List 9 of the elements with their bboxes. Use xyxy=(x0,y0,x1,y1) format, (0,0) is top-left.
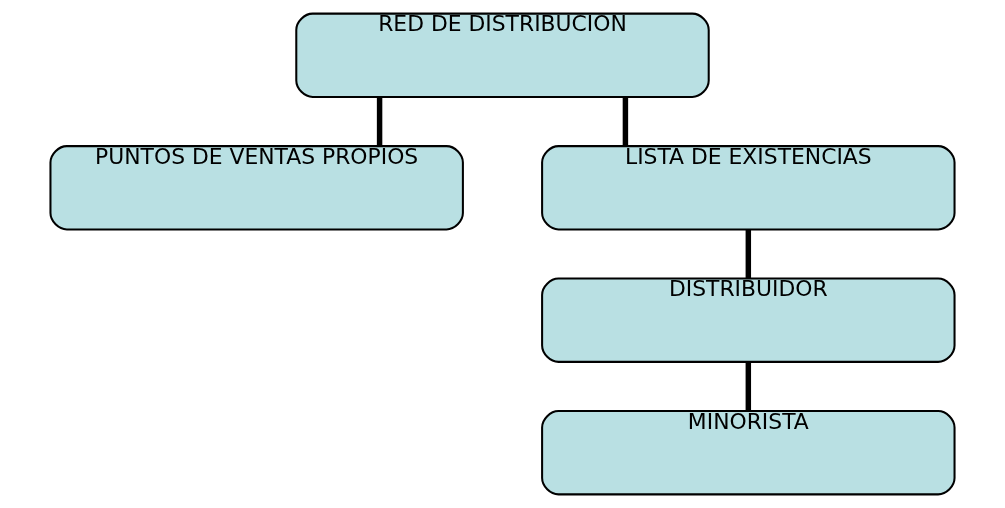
node-box: RED DE DISTRIBUCION xyxy=(295,12,710,98)
connector xyxy=(745,229,752,279)
connector xyxy=(622,97,629,146)
node-box: LISTA DE EXISTENCIAS xyxy=(541,145,956,231)
connector xyxy=(745,362,752,411)
node-box: MINORISTA xyxy=(541,410,956,496)
node-box: PUNTOS DE VENTAS PROPIOS xyxy=(49,145,464,231)
node-box: DISTRIBUIDOR xyxy=(541,277,956,363)
connector xyxy=(376,97,383,146)
